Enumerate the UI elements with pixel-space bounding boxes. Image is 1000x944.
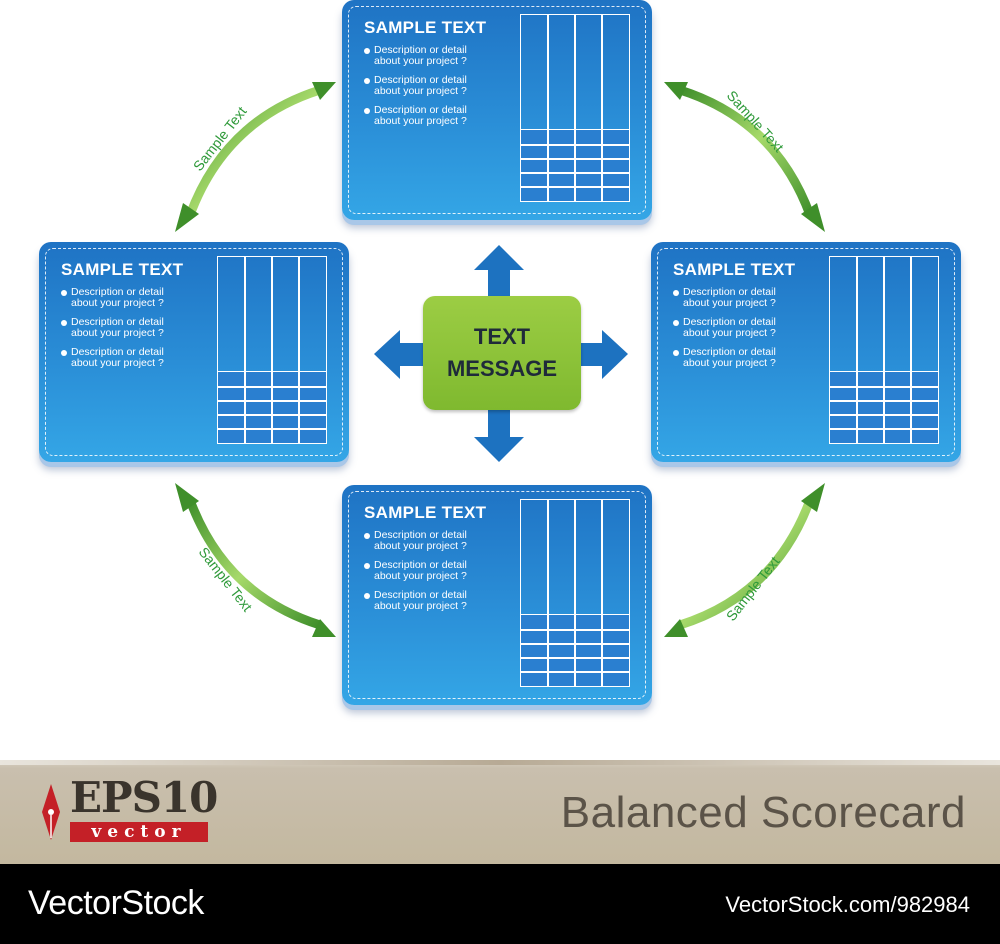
scorecard-diagram: Sample Text Sample Text Sample Text Samp…: [39, 0, 961, 705]
center-arrows: [374, 245, 628, 462]
arrowhead-icon: [801, 203, 825, 232]
arrowhead-icon: [175, 483, 199, 512]
card-grid-table: [829, 256, 939, 444]
arc-bottom-left: [185, 498, 322, 630]
card-title: SAMPLE TEXT: [673, 260, 796, 279]
arrowhead-icon: [175, 203, 199, 232]
watermark-bar: VectorStock VectorStock.com/982984: [0, 864, 1000, 944]
arc-label-top-right: Sample Text: [724, 87, 787, 155]
center-message-line2: MESSAGE: [446, 356, 558, 381]
eps-logo-vector-label: vector: [70, 822, 208, 842]
arrowhead-icon: [312, 619, 336, 637]
card-grid-table: [217, 256, 327, 444]
arc-bottom-right: [678, 498, 815, 630]
arrowhead-icon: [664, 619, 688, 637]
card-grid-table: [520, 14, 630, 202]
arrow-right-icon: [578, 330, 628, 379]
card-title: SAMPLE TEXT: [61, 260, 184, 279]
card-grid-table: [520, 499, 630, 687]
card-title: SAMPLE TEXT: [364, 18, 487, 37]
arrowhead-icon: [312, 82, 336, 100]
arrow-up-icon: [474, 245, 524, 300]
arrow-left-icon: [374, 330, 426, 379]
eps-logo-text: EPS10: [70, 773, 218, 822]
arrowhead-icon: [664, 82, 688, 100]
watermark-url: VectorStock.com/982984: [725, 892, 970, 917]
arc-top-left: [185, 85, 322, 217]
connector-layer: Sample Text Sample Text Sample Text Samp…: [175, 82, 825, 637]
arrowhead-icon: [801, 483, 825, 512]
center-message-line1: TEXT: [473, 324, 531, 349]
watermark-brand: VectorStock: [28, 884, 204, 922]
footer-band: EPS10 vector Balanced Scorecard: [0, 760, 1000, 864]
center-message-box: TEXT MESSAGE: [423, 296, 581, 410]
pen-nib-icon: [42, 784, 60, 840]
arrow-down-icon: [474, 408, 524, 462]
arc-top-right: [678, 85, 815, 217]
card-title: SAMPLE TEXT: [364, 503, 487, 522]
arc-label-bottom-right: Sample Text: [723, 553, 783, 623]
footer-title: Balanced Scorecard: [560, 788, 966, 837]
